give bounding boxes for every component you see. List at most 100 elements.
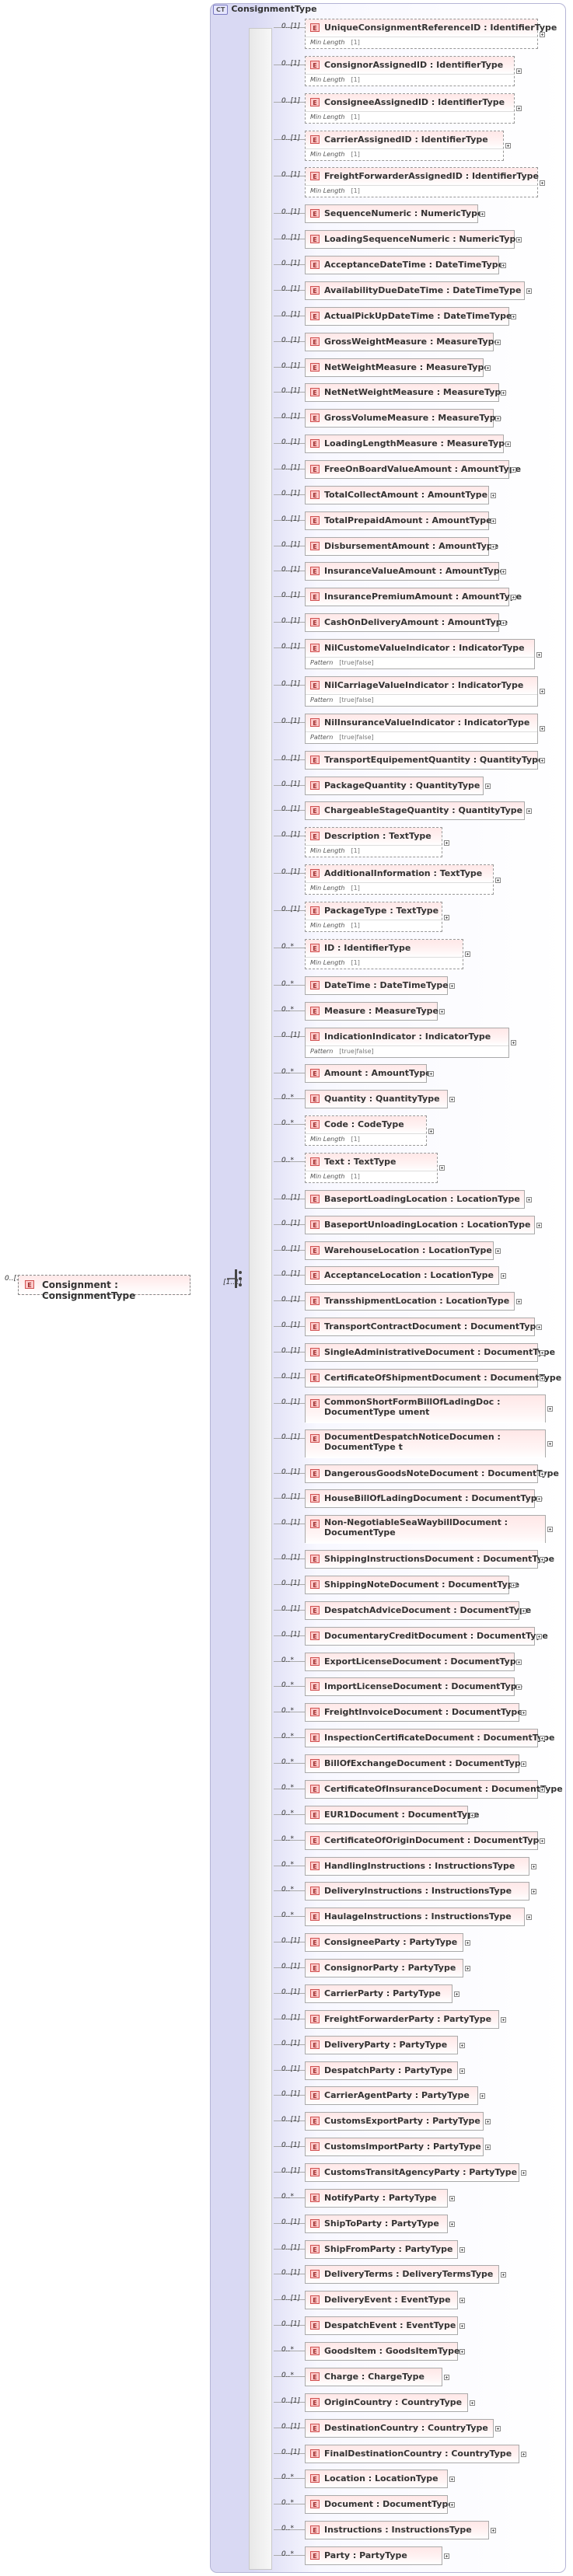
expand-plus-icon[interactable] (449, 983, 455, 989)
expand-plus-icon[interactable] (485, 2145, 491, 2151)
expand-plus-icon[interactable] (511, 1040, 516, 1046)
expand-plus-icon[interactable] (449, 2477, 455, 2483)
expand-plus-icon[interactable] (495, 1248, 501, 1254)
expand-plus-icon[interactable] (459, 2246, 465, 2253)
expand-plus-icon[interactable] (444, 2374, 449, 2380)
expand-plus-icon[interactable] (459, 2349, 465, 2355)
expand-plus-icon[interactable] (454, 1991, 459, 1997)
expand-plus-icon[interactable] (511, 595, 516, 601)
expand-plus-icon[interactable] (480, 2093, 485, 2100)
expand-plus-icon[interactable] (516, 106, 522, 112)
expand-plus-icon[interactable] (495, 416, 501, 422)
expand-plus-icon[interactable] (485, 783, 491, 789)
expand-plus-icon[interactable] (449, 1097, 455, 1103)
expand-plus-icon[interactable] (495, 339, 501, 345)
expand-plus-icon[interactable] (501, 390, 506, 396)
expand-plus-icon[interactable] (491, 543, 496, 550)
expand-plus-icon[interactable] (540, 1350, 545, 1356)
expand-plus-icon[interactable] (526, 288, 532, 294)
expand-plus-icon[interactable] (547, 1440, 553, 1447)
expand-plus-icon[interactable] (449, 2221, 455, 2227)
expand-plus-icon[interactable] (540, 1838, 545, 1844)
expand-plus-icon[interactable] (459, 2298, 465, 2304)
expand-plus-icon[interactable] (470, 1812, 475, 1818)
expand-plus-icon[interactable] (439, 1165, 445, 1171)
expand-plus-icon[interactable] (501, 2016, 506, 2023)
expand-plus-icon[interactable] (485, 2119, 491, 2125)
expand-plus-icon[interactable] (521, 1710, 526, 1716)
expand-plus-icon[interactable] (501, 1273, 506, 1279)
expand-plus-icon[interactable] (505, 143, 511, 149)
expand-plus-icon[interactable] (511, 313, 516, 319)
expand-plus-icon[interactable] (536, 1325, 542, 1331)
expand-plus-icon[interactable] (526, 1915, 532, 1921)
expand-plus-icon[interactable] (516, 68, 522, 75)
expand-plus-icon[interactable] (485, 365, 491, 371)
expand-plus-icon[interactable] (465, 1940, 470, 1946)
expand-plus-icon[interactable] (491, 518, 496, 524)
expand-plus-icon[interactable] (465, 1966, 470, 1972)
expand-plus-icon[interactable] (536, 651, 542, 658)
expand-plus-icon[interactable] (540, 1557, 545, 1563)
expand-plus-icon[interactable] (547, 1405, 553, 1412)
expand-plus-icon[interactable] (511, 1583, 516, 1588)
expand-plus-icon[interactable] (501, 263, 506, 269)
expand-plus-icon[interactable] (470, 2400, 475, 2406)
expand-plus-icon[interactable] (505, 442, 511, 448)
expand-plus-icon[interactable] (480, 211, 485, 218)
expand-plus-icon[interactable] (521, 1607, 526, 1614)
